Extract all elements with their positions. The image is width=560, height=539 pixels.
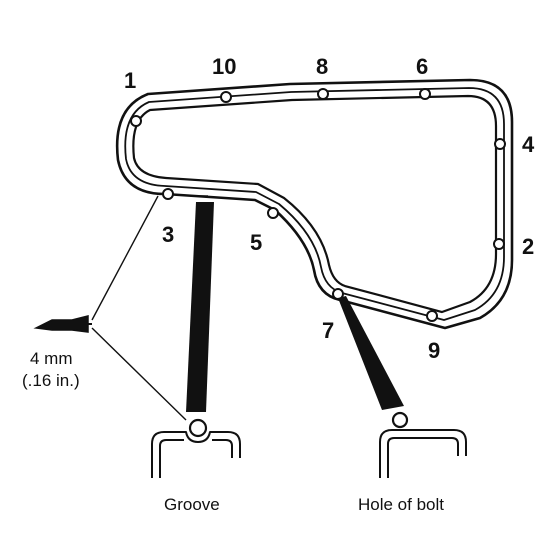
hole-section-profile — [379, 429, 467, 478]
hole-caption: Hole of bolt — [358, 495, 444, 514]
sealant-tube-body — [33, 315, 89, 333]
bolt-label-9: 9 — [428, 338, 440, 363]
hole-pointer — [338, 296, 404, 410]
leader-to-groove — [91, 327, 187, 421]
groove-pointer — [186, 195, 214, 412]
hole-section-inner — [387, 437, 459, 478]
groove-sealant-bead — [188, 418, 208, 438]
bolt-hole-10 — [220, 91, 232, 103]
bolt-label-5: 5 — [250, 230, 262, 255]
groove-section-profile — [151, 431, 241, 478]
groove-pointer-wedge — [186, 202, 214, 412]
bolt-hole-3 — [162, 188, 174, 200]
bolt-hole-8 — [317, 88, 329, 100]
bolt-label-3: 3 — [162, 222, 174, 247]
hole-sealant-bead — [391, 411, 409, 429]
groove-caption: Groove — [164, 495, 220, 514]
bolt-label-10: 10 — [212, 54, 236, 79]
groove-section-inner — [159, 439, 233, 478]
hole-pointer-wedge — [338, 296, 404, 410]
bolt-label-6: 6 — [416, 54, 428, 79]
sealant-tube-icon — [33, 315, 92, 333]
bead-width-imperial: (.16 in.) — [22, 371, 80, 390]
bolt-holes — [130, 88, 506, 322]
bolt-hole-2 — [493, 238, 505, 250]
bolt-label-4: 4 — [522, 132, 535, 157]
bolt-label-1: 1 — [124, 68, 136, 93]
bolt-hole-9 — [426, 310, 438, 322]
leader-to-flange — [91, 195, 159, 321]
gasket-inner-edge — [132, 94, 498, 314]
bead-width-metric: 4 mm — [30, 349, 73, 368]
bolt-label-8: 8 — [316, 54, 328, 79]
bolt-hole-6 — [419, 88, 431, 100]
bolt-hole-5 — [267, 207, 279, 219]
bolt-label-2: 2 — [522, 234, 534, 259]
bolt-hole-7 — [332, 288, 344, 300]
hole-cross-section — [379, 411, 467, 478]
bolt-sequence-labels: 1 10 8 6 4 2 9 7 5 3 — [124, 54, 535, 363]
gasket-groove-line — [124, 87, 505, 321]
bolt-label-7: 7 — [322, 318, 334, 343]
groove-cross-section — [151, 418, 241, 478]
gasket-outer-edge — [115, 78, 514, 330]
bolt-hole-1 — [130, 115, 142, 127]
gasket-flange — [115, 78, 514, 330]
bolt-hole-4 — [494, 138, 506, 150]
sealant-leader-lines — [91, 195, 187, 421]
